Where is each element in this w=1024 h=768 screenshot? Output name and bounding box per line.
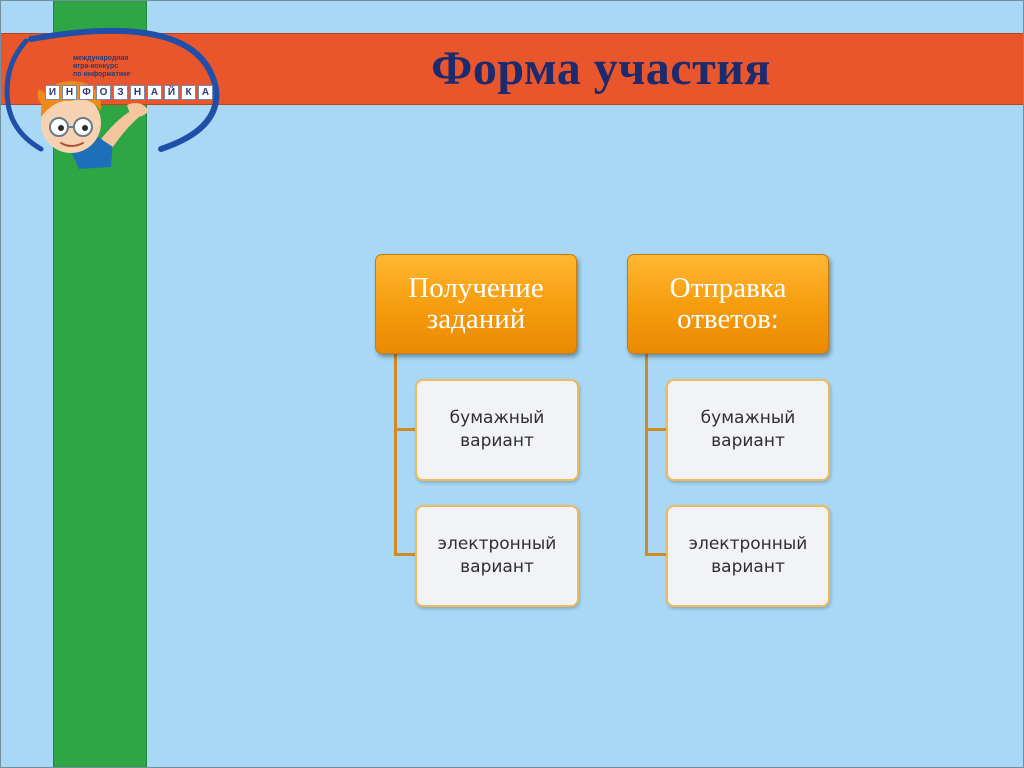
option-box-electronic: электронный вариант	[415, 505, 579, 607]
logo-line-3: по информатике	[73, 71, 131, 78]
option-box-paper: бумажный вариант	[415, 379, 579, 481]
logo-caption: международная игра-конкурс по информатик…	[73, 55, 131, 79]
infoznaika-logo: международная игра-конкурс по информатик…	[1, 19, 241, 179]
logo-letter: А	[147, 85, 162, 100]
connector-horizontal	[394, 553, 416, 556]
logo-letter: З	[113, 85, 128, 100]
logo-letter: О	[96, 85, 111, 100]
logo-letter: Й	[164, 85, 179, 100]
heading-box-send-answers: Отправка ответов:	[627, 254, 829, 354]
logo-letter: Ф	[79, 85, 94, 100]
logo-line-2: игра-конкурс	[73, 63, 119, 70]
logo-letter: Н	[62, 85, 77, 100]
connector-horizontal	[645, 428, 667, 431]
heading-box-receive-tasks: Получение заданий	[375, 254, 577, 354]
option-box-electronic: электронный вариант	[666, 505, 830, 607]
logo-letter: И	[45, 85, 60, 100]
logo-letter: Н	[130, 85, 145, 100]
option-box-paper: бумажный вариант	[666, 379, 830, 481]
connector-vertical	[394, 353, 397, 555]
connector-horizontal	[394, 428, 416, 431]
page-title: Форма участия	[431, 42, 771, 95]
connector-horizontal	[645, 553, 667, 556]
logo-letters: И Н Ф О З Н А Й К А	[45, 85, 213, 100]
logo-letter: А	[198, 85, 213, 100]
boy-character-icon	[37, 81, 149, 169]
logo-arc-icon	[4, 27, 220, 169]
logo-line-1: международная	[73, 55, 129, 62]
logo-letter: К	[181, 85, 196, 100]
connector-vertical	[645, 353, 648, 555]
